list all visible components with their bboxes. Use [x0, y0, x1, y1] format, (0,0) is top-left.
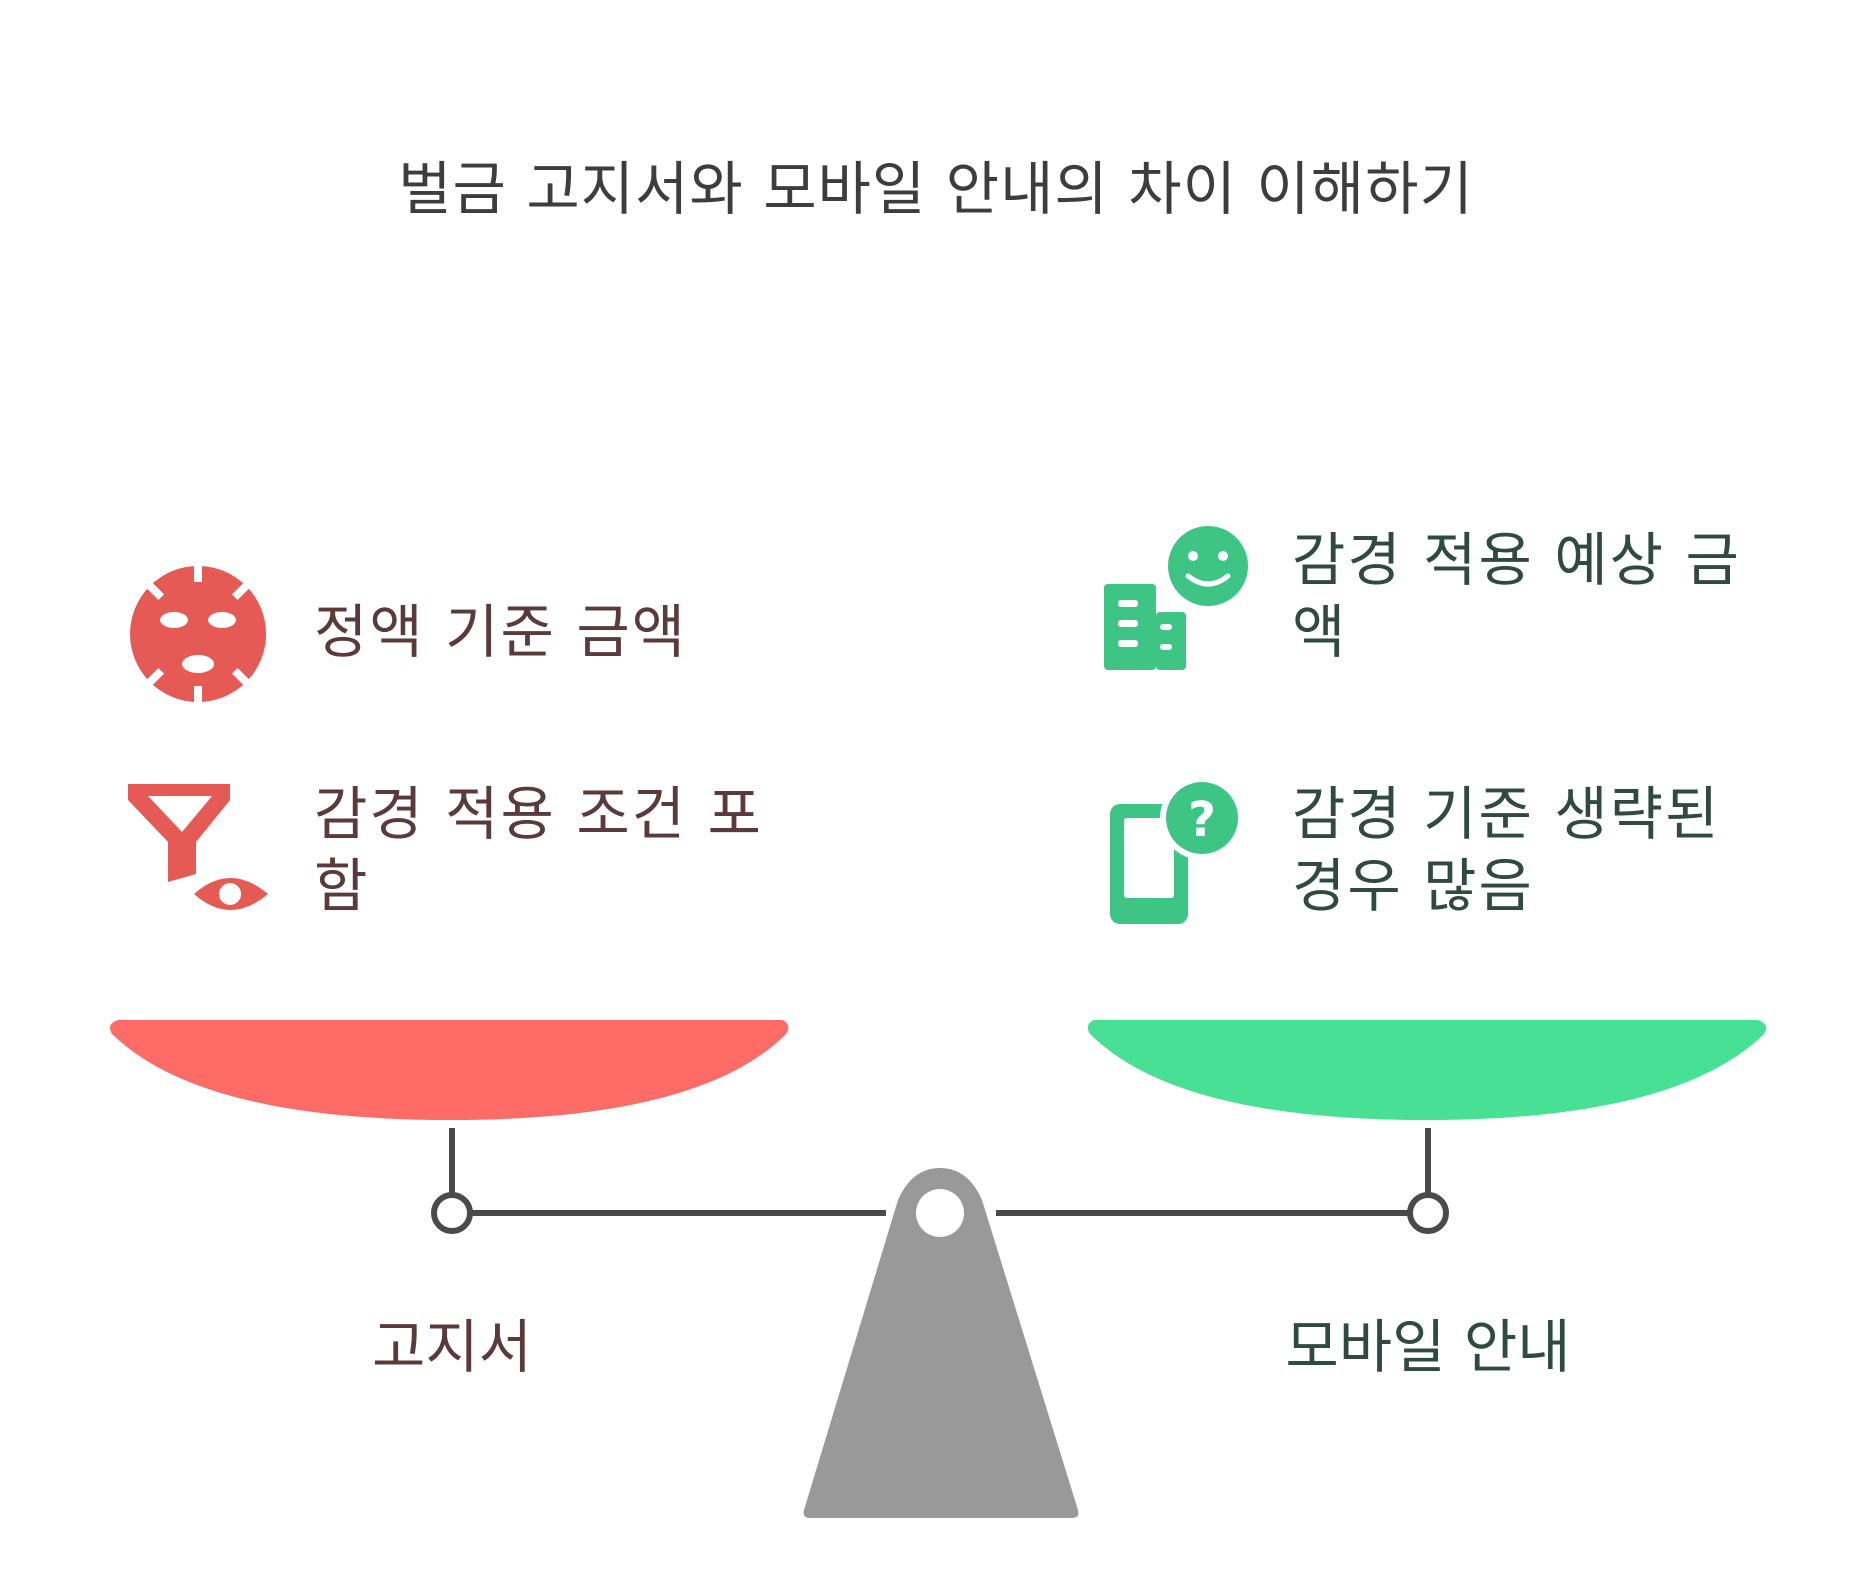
face-mask-icon: [130, 562, 266, 706]
right-item-2-text: 감경 기준 생략된 경우 많음: [1292, 780, 1721, 920]
left-item-1-text: 정액 기준 금액: [314, 598, 688, 666]
filter-eye-icon: [128, 784, 268, 910]
smile-building-icon: [1104, 526, 1248, 670]
left-item-2-text: 감경 적용 조건 포함: [314, 780, 763, 920]
right-joint: [1407, 1192, 1449, 1234]
svg-text:?: ?: [1188, 792, 1216, 848]
right-pan: [1087, 1020, 1766, 1120]
left-joint: [431, 1192, 473, 1234]
right-item-1-text: 감경 적용 예상 금액: [1292, 526, 1741, 666]
right-side-label: 모바일 안내: [1285, 1313, 1571, 1381]
pivot-icon: [916, 1189, 964, 1237]
left-pan: [110, 1020, 789, 1120]
fulcrum: [803, 1168, 1079, 1518]
diagram-title: 벌금 고지서와 모바일 안내의 차이 이해하기: [398, 155, 1474, 223]
left-side-label: 고지서: [371, 1313, 533, 1381]
phone-question-icon: ?: [1110, 776, 1244, 924]
